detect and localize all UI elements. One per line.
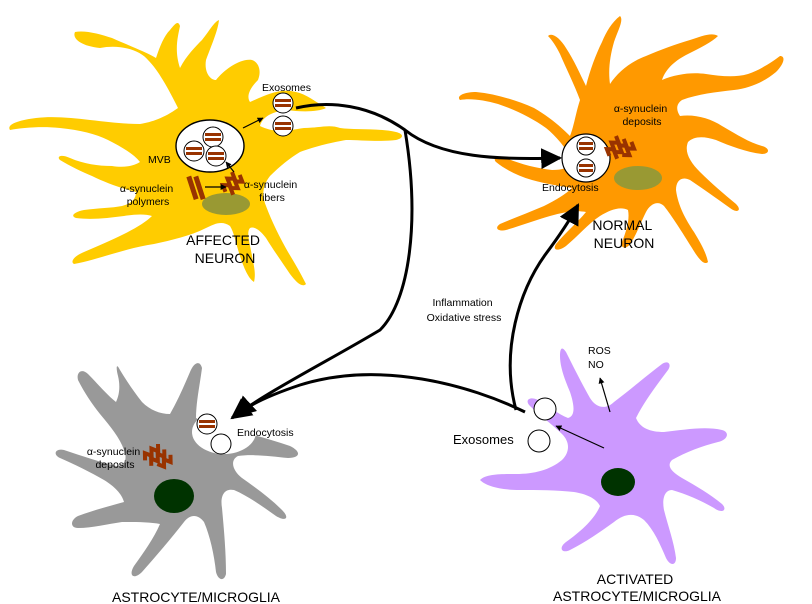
fibers-label: α-synuclein fibers: [244, 179, 300, 204]
mvb-exosomes: [183, 126, 227, 167]
affected-neuron-nucleus: [202, 193, 250, 215]
empty-vesicle: [210, 433, 232, 455]
deposits-glia-label-line2: deposits: [95, 459, 134, 471]
activated-astrocyte-label: ACTIVATED ASTROCYTE/MICROGLIA: [553, 571, 722, 604]
vesicle: [183, 140, 205, 162]
ros-label: ROS NO: [588, 345, 614, 371]
polymers-label-line1: α-synuclein: [120, 183, 174, 195]
affected-neuron-label: AFFECTED NEURON: [186, 232, 264, 266]
normal-neuron-label: NORMAL NEURON: [592, 217, 655, 251]
arrow-fibers-to-mvb: [225, 161, 235, 173]
activated-astrocyte-label-line1: ACTIVATED: [597, 571, 674, 587]
vesicle: [576, 158, 596, 178]
astrocyte-nucleus: [154, 479, 194, 513]
exosomes-glia-label: Exosomes: [453, 432, 514, 447]
normal-neuron-label-line1: NORMAL: [592, 217, 652, 233]
polymers-label: α-synuclein polymers: [120, 183, 176, 208]
deposits-neuron-label-line1: α-synuclein: [614, 103, 668, 115]
normal-neuron-body: [458, 16, 784, 264]
deposits-neuron-label-line2: deposits: [622, 116, 661, 128]
inflammation-label: Inflammation Oxidative stress: [427, 297, 502, 324]
activated-astrocyte-cell: [480, 348, 727, 564]
polymers-label-line2: polymers: [127, 196, 170, 208]
vesicle: [272, 92, 294, 114]
astrocyte-cell: [55, 363, 299, 580]
arrow-ros-release: [598, 377, 611, 413]
activated-astrocyte-body: [480, 348, 727, 564]
affected-neuron-label-line1: AFFECTED: [186, 232, 260, 248]
vesicle: [576, 136, 596, 156]
released-exosome-1: [533, 397, 557, 421]
exosomes-top-label: Exosomes: [262, 82, 311, 94]
arrow-activated-to-normal-neuron: [508, 203, 580, 411]
arrow-mvb-to-exosomes: [242, 117, 264, 129]
activated-astrocyte-label-line2: ASTROCYTE/MICROGLIA: [553, 588, 722, 604]
normal-neuron-label-line2: NEURON: [594, 235, 655, 251]
inflammation-label-line2: Oxidative stress: [427, 312, 502, 324]
endocytosis-neuron-label: Endocytosis: [542, 182, 599, 194]
vesicle: [272, 115, 294, 137]
inflammation-label-line1: Inflammation: [432, 297, 492, 309]
astrocyte-body: [55, 363, 299, 580]
vesicle: [202, 126, 224, 148]
normal-neuron-cell: [458, 16, 784, 264]
ros-label-line2: NO: [588, 359, 604, 371]
released-exosomes: [272, 92, 294, 137]
affected-neuron-label-line2: NEURON: [195, 250, 256, 266]
synuclein-deposits-glia: [142, 443, 173, 470]
vesicle: [196, 413, 218, 435]
arrow-activated-to-astrocyte: [234, 373, 526, 418]
released-exosome-2: [527, 429, 551, 453]
synuclein-polymers: [186, 175, 206, 201]
normal-neuron-vesicles: [576, 136, 596, 178]
fibers-label-line1: α-synuclein: [244, 179, 298, 191]
activated-astrocyte-nucleus: [601, 468, 635, 496]
deposits-neuron-label: α-synuclein deposits: [614, 103, 670, 128]
mvb-label: MVB: [148, 154, 171, 166]
astrocyte-label: ASTROCYTE/MICROGLIA: [112, 589, 281, 604]
vesicle: [205, 145, 227, 167]
fibers-label-line2: fibers: [259, 192, 285, 204]
arrow-cell-to-exosomes: [555, 425, 605, 449]
synuclein-deposits-neuron: [603, 135, 637, 160]
normal-neuron-nucleus: [614, 166, 662, 190]
endocytosis-glia-label: Endocytosis: [237, 427, 294, 439]
deposits-glia-label-line1: α-synuclein: [87, 446, 141, 458]
deposits-glia-label: α-synuclein deposits: [87, 446, 143, 471]
ros-label-line1: ROS: [588, 345, 611, 357]
astrocyte-vesicles: [196, 413, 232, 455]
arrow-exosomes-to-astrocyte: [230, 129, 414, 420]
